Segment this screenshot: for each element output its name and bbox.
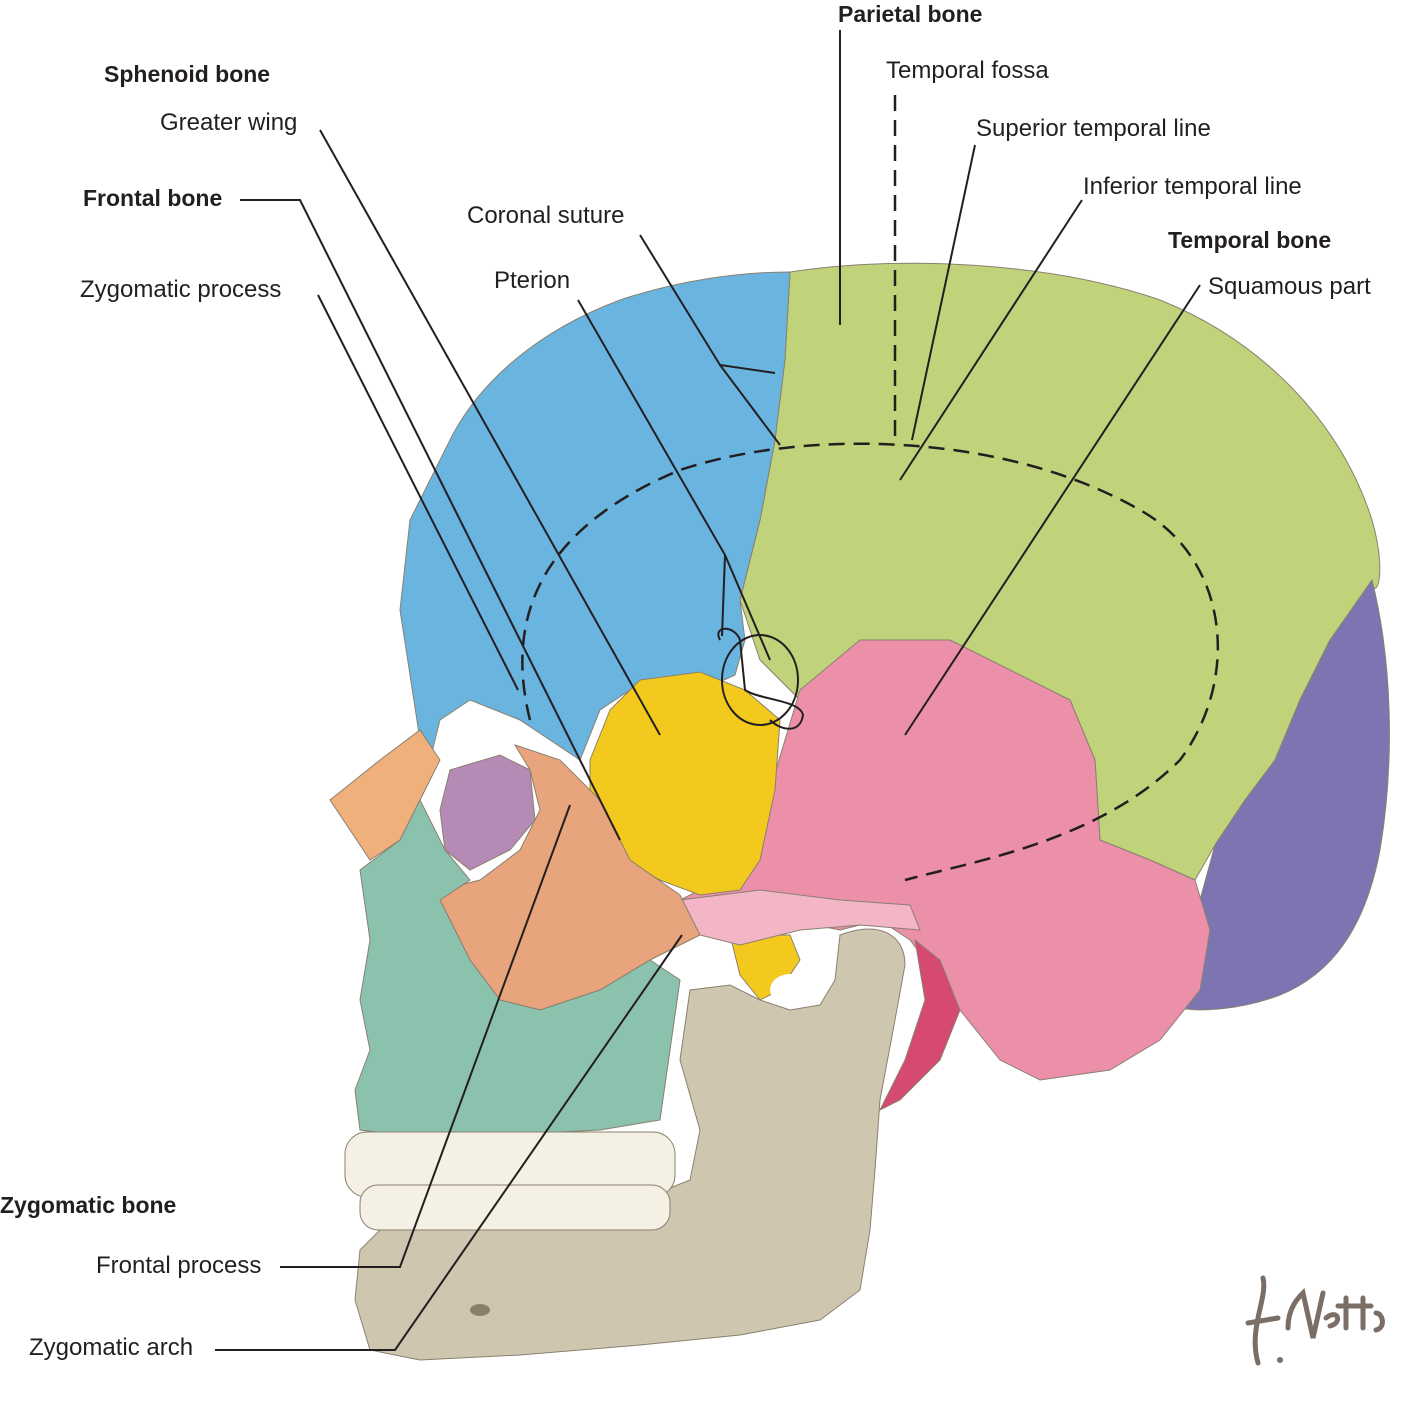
external-acoustic-meatus xyxy=(770,974,810,1006)
netter-signature xyxy=(1245,1275,1385,1366)
label-superior-temporal-line: Superior temporal line xyxy=(976,115,1211,142)
leader-squamous-part xyxy=(904,284,1201,736)
label-inferior-temporal-line: Inferior temporal line xyxy=(1083,173,1302,200)
frontal-bone-region xyxy=(399,271,791,762)
leader-frontal-process xyxy=(280,804,571,1268)
label-temporal-bone: Temporal bone xyxy=(1168,227,1332,253)
styloid-process xyxy=(878,938,961,1112)
leader-coronal-suture-2 xyxy=(719,364,781,446)
leader-greater-wing xyxy=(319,129,661,736)
mandible-region xyxy=(354,928,906,1361)
label-pterion: Pterion xyxy=(494,267,571,294)
sphenoid-bone-region xyxy=(589,671,781,896)
label-parietal-bone: Parietal bone xyxy=(838,1,983,27)
label-zygomatic-process: Zygomatic process xyxy=(80,276,282,303)
label-coronal-suture: Coronal suture xyxy=(467,202,625,229)
label-squamous-part: Squamous part xyxy=(1208,273,1371,300)
leader-pterion-2 xyxy=(724,554,771,661)
label-sphenoid-bone: Sphenoid bone xyxy=(104,61,271,87)
label-zygomatic-arch: Zygomatic arch xyxy=(29,1334,194,1361)
leader-frontal-bone xyxy=(240,199,621,841)
leader-lines xyxy=(215,30,1201,1351)
lower-teeth xyxy=(359,1184,671,1231)
leader-zygomatic-arch xyxy=(215,934,683,1351)
leader-superior-temporal-line xyxy=(911,144,976,441)
mental-foramen xyxy=(470,1304,490,1316)
label-zygomatic-bone: Zygomatic bone xyxy=(0,1192,177,1218)
label-greater-wing: Greater wing xyxy=(160,109,298,136)
zygomatic-arch-band xyxy=(679,889,921,946)
orbit-region xyxy=(439,754,536,871)
label-frontal-bone: Frontal bone xyxy=(83,185,223,211)
label-frontal-process: Frontal process xyxy=(96,1252,262,1279)
label-temporal-fossa: Temporal fossa xyxy=(886,57,1049,84)
leader-zygomatic-process xyxy=(317,294,519,691)
pterion-marker xyxy=(717,627,805,730)
maxilla-region xyxy=(354,798,681,1136)
leader-inferior-temporal-line xyxy=(899,199,1083,481)
temporal-lines-dashed xyxy=(521,442,1219,882)
